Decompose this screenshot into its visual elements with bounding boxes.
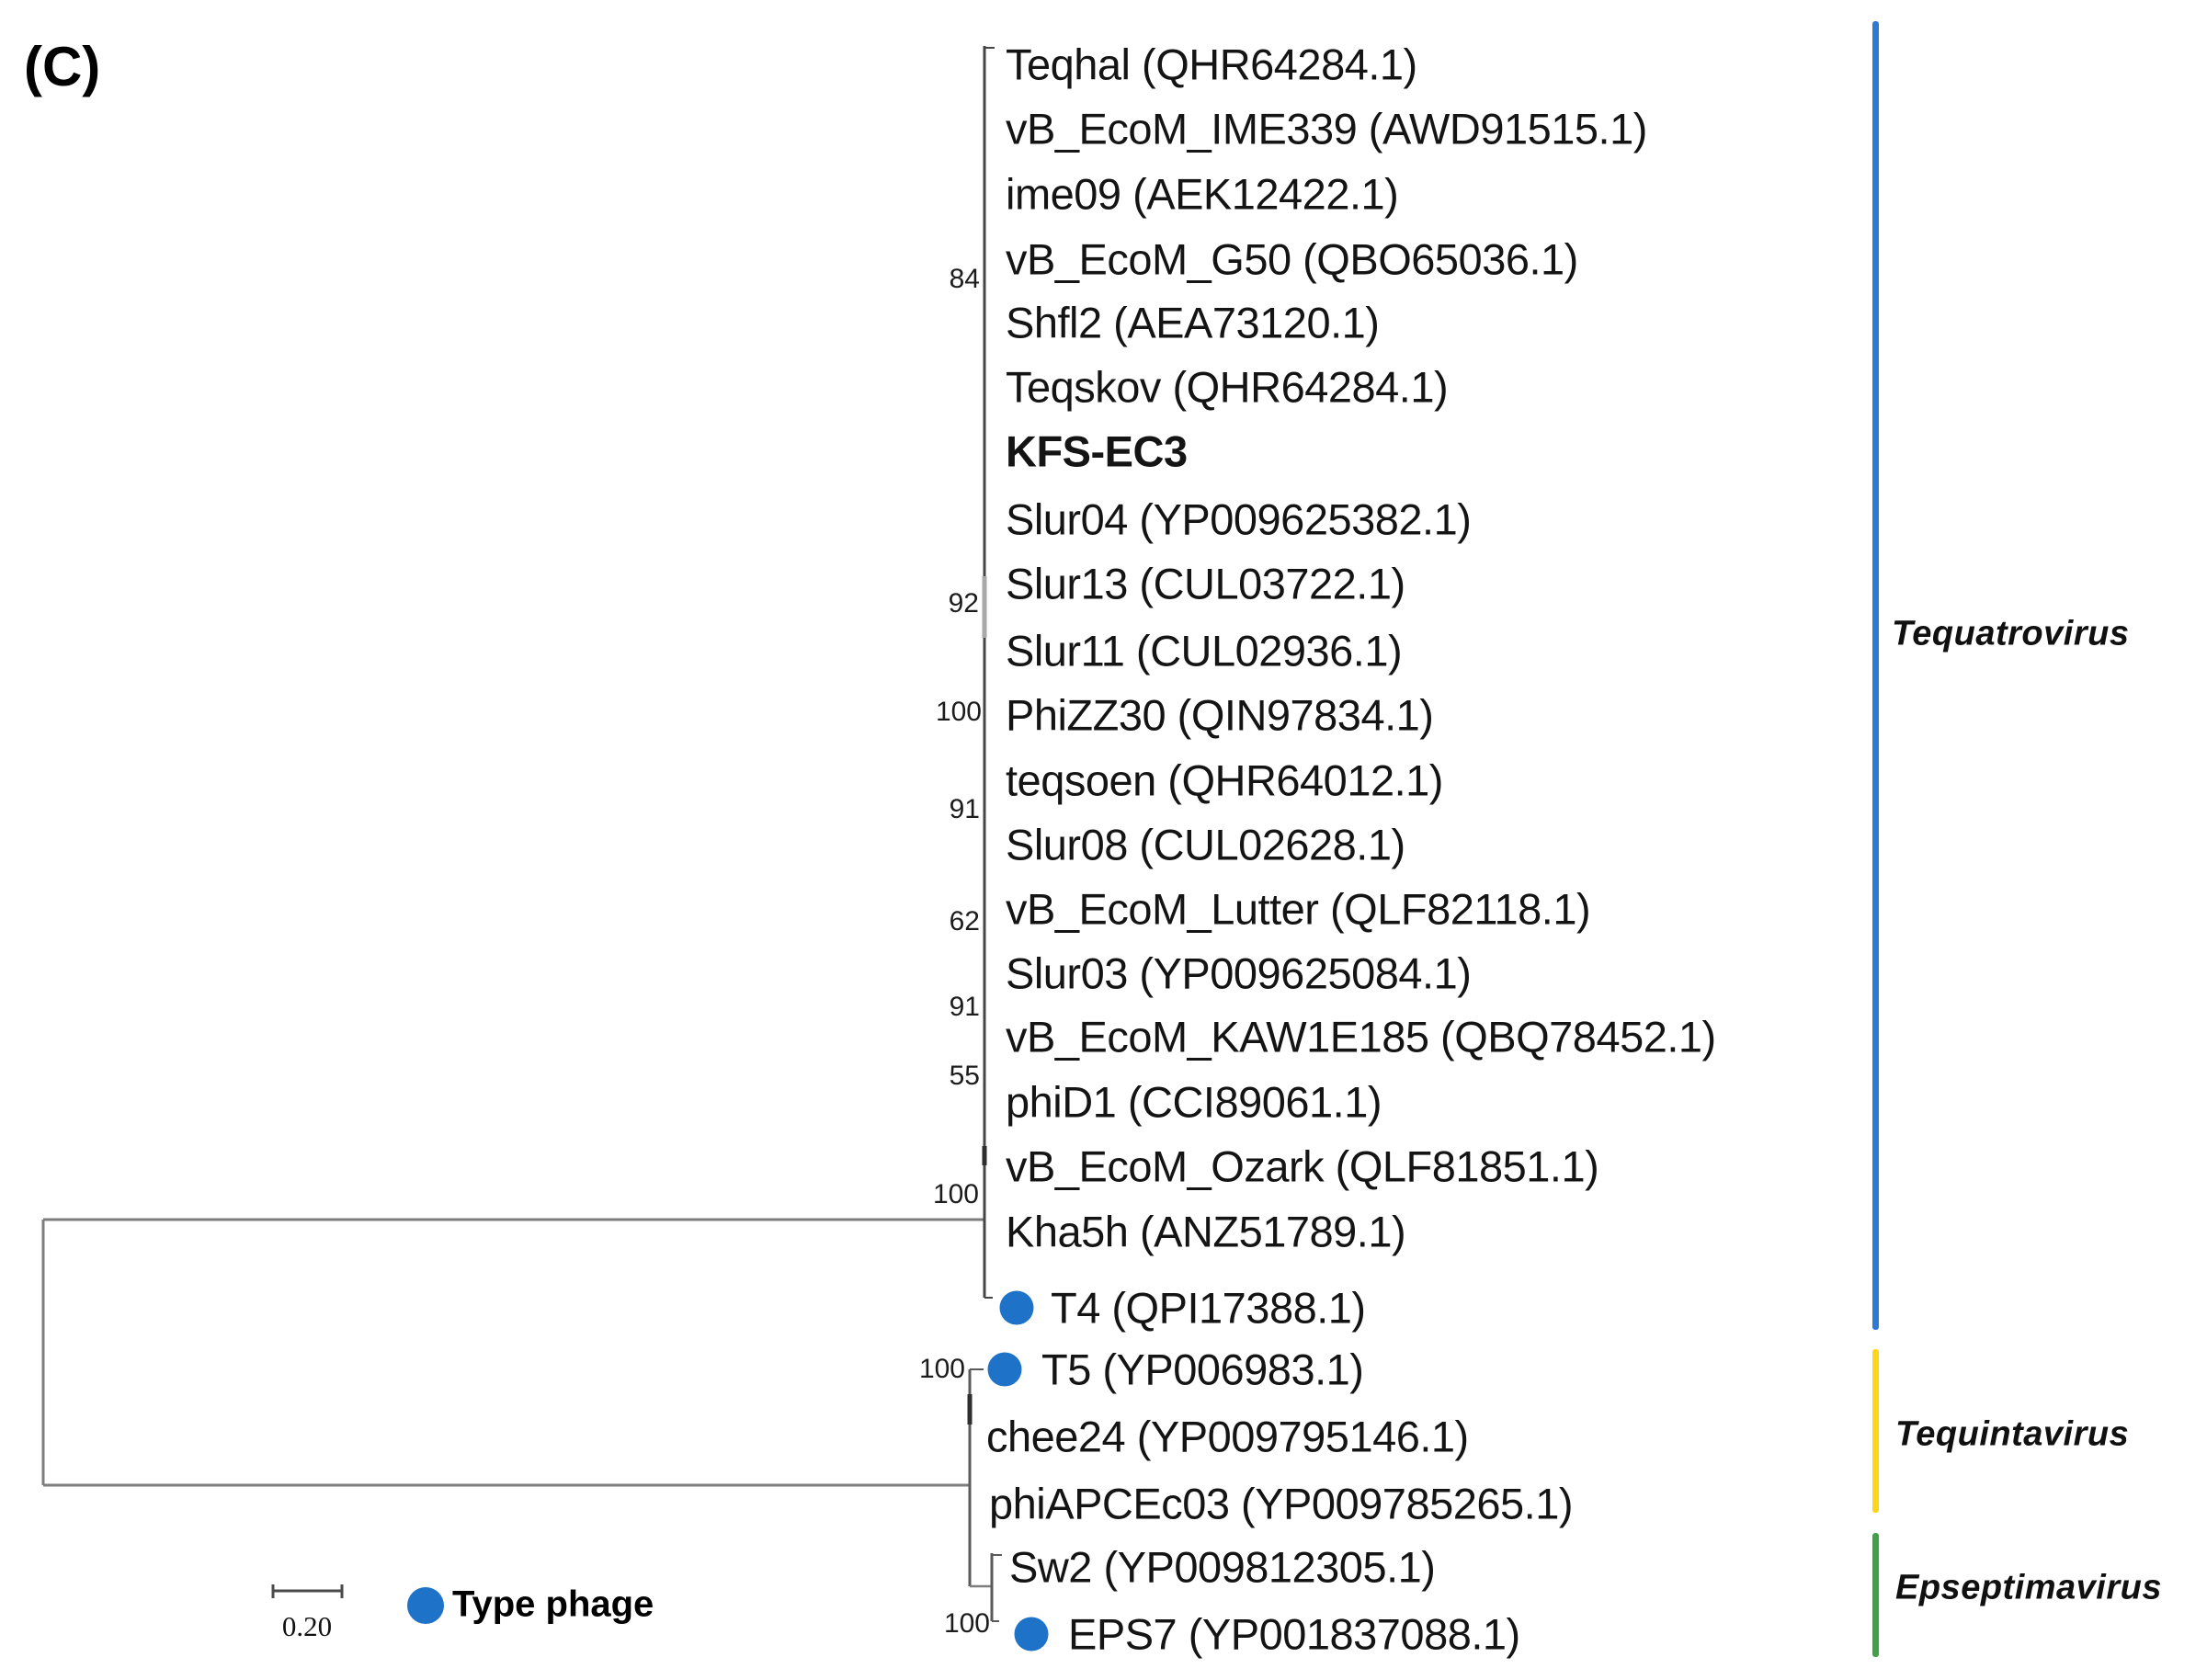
leaf-label: PhiZZ30 (QIN97834.1) [1006,690,1434,740]
bootstrap-value: 91 [949,992,980,1022]
bootstrap-value: 62 [949,906,980,936]
bootstrap-value: 91 [949,794,980,824]
leaf-label: chee24 (YP009795146.1) [986,1412,1469,1461]
leaf-label: Shfl2 (AEA73120.1) [1006,298,1380,347]
bootstrap-value: 55 [949,1061,980,1091]
scale-bar-label: 0.20 [281,1610,333,1642]
leaf-label: KFS-EC3 [1006,426,1188,476]
leaf-label: Slur13 (CUL03722.1) [1006,559,1405,608]
leaf-label: Slur11 (CUL02936.1) [1006,626,1403,675]
leaf-label: EPS7 (YP001837088.1) [1068,1609,1520,1659]
clade-label: Epseptimavirus [1895,1568,2162,1607]
type-phage-dot [987,1352,1022,1387]
type-phage-legend-label: Type phage [452,1584,654,1625]
bootstrap-value: 84 [949,264,980,294]
leaf-label: teqsoen (QHR64012.1) [1006,755,1443,805]
bootstrap-value: 100 [935,697,982,727]
clade-bar [1872,21,1879,1330]
leaf-label: ime09 (AEK12422.1) [1006,169,1399,219]
type-phage-dot [999,1290,1034,1325]
leaf-label: Teqskov (QHR64284.1) [1006,362,1449,412]
clade-label: Tequatrovirus [1892,614,2130,653]
leaf-label: vB_EcoM_Ozark (QLF81851.1) [1006,1141,1599,1191]
clade-bar [1872,1349,1879,1513]
leaf-label: vB_EcoM_Lutter (QLF82118.1) [1006,884,1591,934]
clade-label: Tequintavirus [1895,1414,2130,1454]
bootstrap-value: 100 [918,1354,965,1384]
type-phage-legend-dot [407,1587,444,1624]
leaf-label: phiD1 (CCI89061.1) [1006,1077,1382,1127]
leaf-label: T5 (YP006983.1) [1041,1345,1364,1394]
bootstrap-value: 100 [943,1608,990,1639]
leaf-label: vB_EcoM_IME339 (AWD91515.1) [1006,104,1647,153]
type-phage-dot [1014,1617,1049,1652]
leaf-label: Slur08 (CUL02628.1) [1006,820,1405,869]
leaf-label: vB_EcoM_G50 (QBO65036.1) [1006,234,1578,284]
bootstrap-value: 100 [932,1179,979,1209]
leaf-label: Teqhal (QHR64284.1) [1006,40,1417,89]
panel-label: (C) [24,36,101,97]
bootstrap-value: 92 [948,588,979,619]
scale-bar [271,1584,344,1598]
leaf-label: phiAPCEc03 (YP009785265.1) [989,1479,1574,1528]
leaf-label: Sw2 (YP009812305.1) [1009,1542,1436,1592]
leaf-label: Slur04 (YP009625382.1) [1006,494,1472,544]
leaf-label: T4 (QPI17388.1) [1051,1283,1366,1333]
clade-bar [1872,1533,1879,1657]
leaf-label: Kha5h (ANZ51789.1) [1006,1207,1406,1256]
leaf-label: vB_EcoM_KAW1E185 (QBQ78452.1) [1006,1012,1716,1061]
leaf-label: Slur03 (YP009625084.1) [1006,948,1472,998]
